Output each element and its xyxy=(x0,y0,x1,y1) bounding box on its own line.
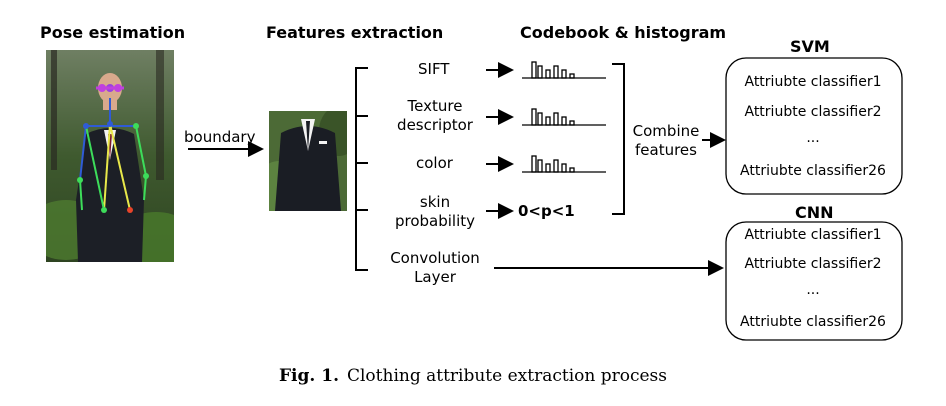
svm-box xyxy=(725,57,903,195)
sift-histogram xyxy=(522,61,606,79)
pose-skeleton-illustration xyxy=(46,50,174,262)
cnn-classifier-2: Attriubte classifier2 xyxy=(744,256,882,272)
svm-header: SVM xyxy=(790,37,830,56)
figure-caption-label: Fig. 1. xyxy=(278,366,339,386)
feature-conv-line1: Convolution xyxy=(390,249,480,267)
cropped-suit-illustration xyxy=(269,111,347,211)
figure-caption-text: Clothing attribute extraction process xyxy=(346,366,667,386)
feature-texture-label: Texture descriptor xyxy=(385,97,485,135)
cnn-box xyxy=(725,221,903,341)
cnn-header: CNN xyxy=(795,203,834,222)
combine-bracket xyxy=(612,63,625,215)
figure-caption: Fig. 1. Clothing attribute extraction pro… xyxy=(0,366,946,386)
features-extraction-header: Features extraction xyxy=(266,23,444,42)
cropped-person-image xyxy=(269,111,347,211)
cnn-classifier-1: Attriubte classifier1 xyxy=(744,227,882,243)
cnn-classifier-26: Attriubte classifier26 xyxy=(740,314,886,330)
combine-line2: features xyxy=(635,141,697,159)
feature-texture-line2: descriptor xyxy=(397,116,473,134)
feature-skin-label: skin probability xyxy=(385,193,485,231)
texture-histogram xyxy=(522,108,606,126)
feature-conv-line2: Layer xyxy=(414,268,456,286)
codebook-histogram-header: Codebook & histogram xyxy=(520,23,727,42)
skin-probability-range: 0<p<1 xyxy=(518,202,575,220)
combine-features-label: Combine features xyxy=(626,122,706,160)
feature-conv-label: Convolution Layer xyxy=(380,249,490,287)
feature-color-label: color xyxy=(416,154,453,172)
svm-classifier-26: Attriubte classifier26 xyxy=(740,163,886,179)
combine-line1: Combine xyxy=(632,122,700,140)
cnn-classifier-dots: ... xyxy=(806,282,820,298)
feature-sift-label: SIFT xyxy=(418,60,450,78)
svm-classifier-dots: ... xyxy=(806,130,820,146)
feature-skin-line2: probability xyxy=(394,212,476,230)
boundary-label: boundary xyxy=(184,128,256,146)
feature-skin-line1: skin xyxy=(419,193,451,211)
pose-estimation-image xyxy=(46,50,174,262)
feature-bracket xyxy=(355,67,368,271)
feature-texture-line1: Texture xyxy=(407,97,463,115)
pose-estimation-header: Pose estimation xyxy=(40,23,186,42)
svm-classifier-1: Attriubte classifier1 xyxy=(744,74,882,90)
color-histogram xyxy=(522,155,606,173)
svm-classifier-2: Attriubte classifier2 xyxy=(744,104,882,120)
